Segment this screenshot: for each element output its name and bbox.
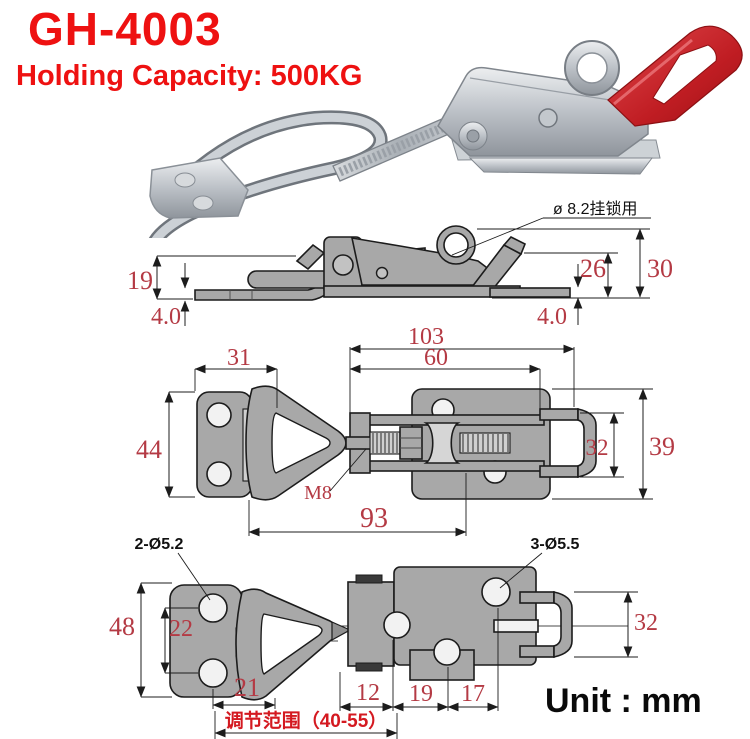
dim-17-label: 17 <box>461 681 485 707</box>
capacity-subtitle: Holding Capacity: 500KG <box>16 60 363 92</box>
holes-left-annotation: 2-Ø5.2 <box>135 536 184 553</box>
product-photo <box>148 25 743 238</box>
padlock-hole-annotation: ø 8.2挂锁用 <box>553 200 637 218</box>
dim-4.0-left-label: 4.0 <box>151 304 181 330</box>
dim-12-label: 12 <box>356 680 380 706</box>
dim-22-label: 22 <box>169 616 193 642</box>
dim-4.0-right-label: 4.0 <box>537 304 567 330</box>
top-view-drawing: 103 60 31 44 32 39 93 M8 <box>136 325 675 537</box>
dim-32-label: 32 <box>586 435 609 460</box>
dim-60-label: 60 <box>424 345 448 371</box>
top-view-parts <box>196 385 597 501</box>
bottom-view-drawing: 2-Ø5.2 3-Ø5.5 48 22 21 12 19 17 32 <box>109 536 658 739</box>
photo-latch-body <box>437 66 661 175</box>
bottom-view-parts <box>169 566 628 701</box>
dim-103-label: 103 <box>408 325 444 350</box>
adjust-range-label: 调节范围（40-55） <box>225 709 388 732</box>
holes-right-annotation: 3-Ø5.5 <box>531 536 580 553</box>
dim-19-bottom-label: 19 <box>409 681 433 707</box>
photo-red-handle <box>607 25 743 127</box>
dim-32-bottom-label: 32 <box>634 610 658 636</box>
dim-30-label: 30 <box>647 254 673 283</box>
dim-39-label: 39 <box>649 432 675 461</box>
bottom-view-dimensions: 2-Ø5.2 3-Ø5.5 48 22 21 12 19 17 32 <box>109 536 658 739</box>
thread-m8-label: M8 <box>304 482 332 504</box>
dim-21-label: 21 <box>234 673 260 702</box>
side-view-parts <box>194 225 571 301</box>
dim-31-label: 31 <box>227 345 251 371</box>
dim-19-label: 19 <box>127 266 153 295</box>
dim-48-label: 48 <box>109 612 135 641</box>
photo-mount-plate <box>149 157 249 219</box>
side-view-drawing: 19 4.0 26 30 4.0 ø 8.2挂锁用 <box>127 200 673 330</box>
top-view-dimensions: 103 60 31 44 32 39 93 M8 <box>136 325 675 537</box>
side-view-dimensions: 19 4.0 26 30 4.0 ø 8.2挂锁用 <box>127 200 673 330</box>
page-title: GH-4003 <box>28 3 222 55</box>
unit-label: Unit : mm <box>545 682 702 720</box>
dim-44-label: 44 <box>136 435 162 464</box>
dim-26-label: 26 <box>580 254 606 283</box>
photo-lift-ring <box>564 40 620 96</box>
dim-93-label: 93 <box>360 503 388 534</box>
